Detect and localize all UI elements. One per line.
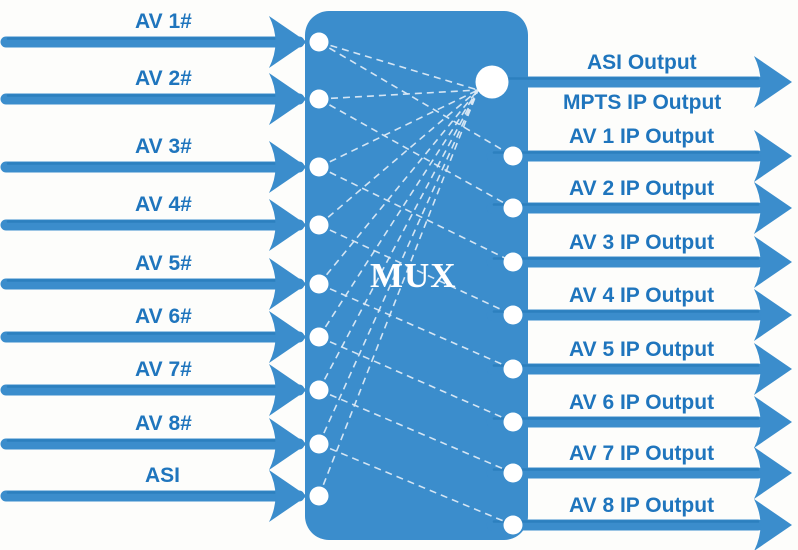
input-line-4 bbox=[0, 219, 305, 231]
input-node-9[interactable] bbox=[309, 486, 329, 506]
output-arrowhead-4 bbox=[754, 236, 792, 288]
output-arrowhead-6 bbox=[754, 343, 792, 395]
input-line-3 bbox=[0, 161, 305, 173]
output-node-6[interactable] bbox=[503, 359, 523, 379]
output-node-3[interactable] bbox=[503, 198, 523, 218]
output-label-mpts: MPTS IP Output bbox=[563, 91, 722, 114]
input-label-9: ASI bbox=[145, 464, 181, 487]
output-label-3: AV 2 IP Output bbox=[569, 177, 715, 200]
input-arrowhead-1 bbox=[269, 16, 307, 68]
mux-link-asi-8 bbox=[318, 89, 479, 445]
input-arrowhead-8 bbox=[269, 418, 307, 470]
input-arrowhead-7 bbox=[269, 364, 307, 416]
output-node-2[interactable] bbox=[503, 146, 523, 166]
output-arrowhead-5 bbox=[754, 289, 792, 341]
mux-box[interactable] bbox=[305, 11, 528, 540]
input-node-5[interactable] bbox=[309, 274, 329, 294]
output-arrowhead-2 bbox=[754, 130, 792, 182]
input-arrowhead-2 bbox=[269, 73, 307, 125]
mux-link-asi-9 bbox=[318, 89, 479, 497]
output-label-9: AV 8 IP Output bbox=[569, 494, 715, 517]
input-line-8 bbox=[0, 438, 305, 450]
mux-link-asi-4 bbox=[318, 89, 479, 226]
output-label-2: AV 1 IP Output bbox=[569, 125, 715, 148]
output-label-6: AV 5 IP Output bbox=[569, 338, 715, 361]
output-line-7 bbox=[486, 416, 764, 428]
input-line-1 bbox=[0, 36, 305, 48]
input-line-2 bbox=[0, 93, 305, 105]
output-arrowhead-3 bbox=[754, 182, 792, 234]
output-label-1: ASI Output bbox=[587, 51, 697, 74]
output-label-8: AV 7 IP Output bbox=[569, 442, 715, 465]
output-line-4 bbox=[486, 256, 764, 268]
input-label-6: AV 6# bbox=[135, 305, 192, 328]
mux-link-ip-1 bbox=[318, 41, 514, 157]
output-node-8[interactable] bbox=[503, 463, 523, 483]
mux-link-ip-3 bbox=[318, 166, 514, 263]
output-node-7[interactable] bbox=[503, 412, 523, 432]
mux-link-asi-5 bbox=[318, 89, 479, 285]
input-line-9 bbox=[0, 490, 305, 502]
input-node-1[interactable] bbox=[309, 32, 329, 52]
mux-link-asi-2 bbox=[318, 89, 479, 100]
output-label-7: AV 6 IP Output bbox=[569, 391, 715, 414]
input-label-3: AV 3# bbox=[135, 135, 192, 158]
input-label-2: AV 2# bbox=[135, 67, 192, 90]
input-arrowhead-9 bbox=[269, 470, 307, 522]
output-line-1 bbox=[486, 76, 764, 88]
mux-link-asi-3 bbox=[318, 89, 479, 168]
mux-link-asi-7 bbox=[318, 89, 479, 391]
input-arrowhead-5 bbox=[269, 258, 307, 310]
output-line-6 bbox=[486, 363, 764, 375]
output-node-4[interactable] bbox=[503, 252, 523, 272]
output-label-4: AV 3 IP Output bbox=[569, 231, 715, 254]
input-label-4: AV 4# bbox=[135, 193, 192, 216]
output-line-9 bbox=[486, 519, 764, 531]
input-node-4[interactable] bbox=[309, 215, 329, 235]
input-arrowhead-4 bbox=[269, 199, 307, 251]
input-label-1: AV 1# bbox=[135, 10, 192, 33]
input-node-6[interactable] bbox=[309, 327, 329, 347]
input-node-7[interactable] bbox=[309, 380, 329, 400]
input-label-8: AV 8# bbox=[135, 412, 192, 435]
output-label-5: AV 4 IP Output bbox=[569, 284, 715, 307]
output-line-5 bbox=[486, 309, 764, 321]
output-line-3 bbox=[486, 202, 764, 214]
output-line-8 bbox=[486, 467, 764, 479]
output-arrowhead-9 bbox=[754, 499, 792, 550]
mux-box-label: MUX bbox=[370, 256, 457, 295]
mux-link-ip-2 bbox=[318, 98, 514, 209]
input-label-7: AV 7# bbox=[135, 358, 192, 381]
input-node-2[interactable] bbox=[309, 89, 329, 109]
input-arrowhead-6 bbox=[269, 311, 307, 363]
input-line-6 bbox=[0, 331, 305, 343]
input-arrowhead-3 bbox=[269, 141, 307, 193]
output-arrowhead-8 bbox=[754, 447, 792, 499]
input-node-8[interactable] bbox=[309, 434, 329, 454]
output-node-1[interactable] bbox=[475, 65, 509, 99]
output-node-9[interactable] bbox=[503, 515, 523, 535]
output-arrowhead-1 bbox=[754, 56, 792, 108]
input-line-5 bbox=[0, 278, 305, 290]
input-line-7 bbox=[0, 384, 305, 396]
mux-link-asi-1 bbox=[318, 41, 479, 91]
output-line-2 bbox=[486, 150, 764, 162]
input-node-3[interactable] bbox=[309, 157, 329, 177]
output-node-5[interactable] bbox=[503, 305, 523, 325]
output-arrowhead-7 bbox=[754, 396, 792, 448]
input-label-5: AV 5# bbox=[135, 252, 192, 275]
